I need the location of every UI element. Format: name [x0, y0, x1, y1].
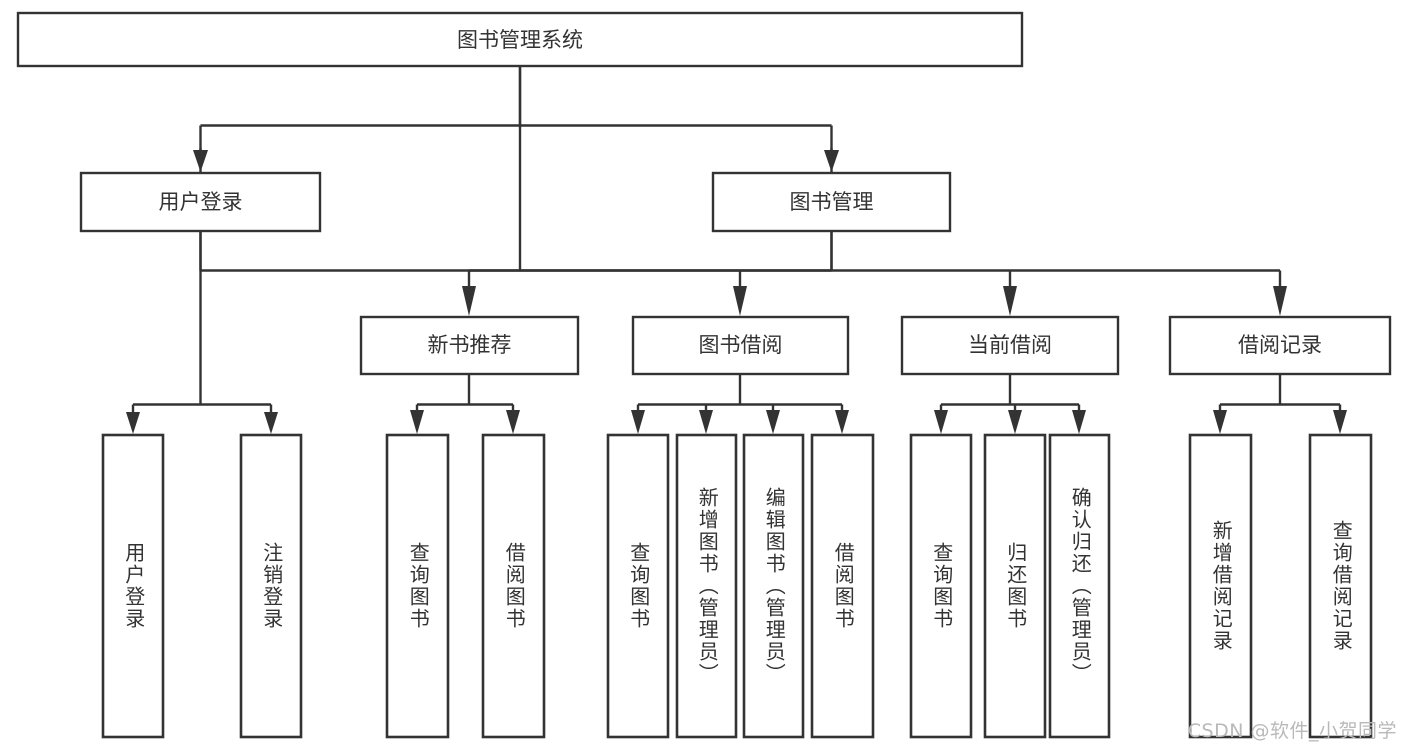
arrow-head-user-login — [193, 150, 208, 172]
leaf-box-bb-edit-book-admin[interactable] — [742, 433, 805, 739]
leaf-box-logout[interactable] — [239, 433, 303, 739]
arrow-head-cb-leaf-2 — [1008, 410, 1022, 434]
leaf-box-user-login[interactable] — [101, 433, 165, 739]
node-root-label: 图书管理系统 — [457, 28, 583, 52]
node-book-borrow-box[interactable] — [631, 315, 850, 376]
node-book-borrow-label: 图书借阅 — [699, 333, 783, 357]
arrow-head-book-mgmt — [824, 150, 839, 172]
node-book-management-label: 图书管理 — [790, 190, 874, 214]
node-book-borrow[interactable]: 图书借阅 — [631, 315, 850, 376]
node-user-login-box[interactable] — [79, 171, 322, 233]
node-book-management-box[interactable] — [711, 171, 952, 233]
arrow-head-leaf-user-login — [126, 412, 140, 434]
node-current-borrow-label: 当前借阅 — [968, 333, 1052, 357]
arrow-head-bb-leaf-2 — [699, 410, 713, 434]
leaf-box-nbr-query-book[interactable] — [385, 433, 450, 739]
arrow-head-br-leaf-2 — [1333, 410, 1347, 434]
node-user-login-label: 用户登录 — [159, 190, 243, 214]
arrow-head-borrow-record — [1273, 286, 1287, 316]
leaf-box-br-query-record[interactable] — [1308, 433, 1373, 739]
node-root-box[interactable] — [16, 11, 1024, 68]
leaf-box-nbr-borrow-book[interactable] — [481, 433, 546, 739]
leaf-box-cb-confirm-return-admin[interactable] — [1048, 433, 1111, 739]
leaf-box-bb-query-book[interactable] — [606, 433, 670, 739]
node-user-login[interactable]: 用户登录 — [79, 171, 322, 233]
node-new-book-recommend-box[interactable] — [359, 315, 580, 376]
arrow-head-cb-leaf-3 — [1072, 410, 1086, 434]
node-current-borrow-box[interactable] — [900, 315, 1120, 376]
node-new-book-recommend[interactable]: 新书推荐 — [359, 315, 580, 376]
leaf-box-bb-borrow-book[interactable] — [810, 433, 875, 739]
arrow-head-book-borrow — [733, 286, 747, 316]
arrow-head-bb-leaf-1 — [631, 410, 645, 434]
node-new-book-recommend-label: 新书推荐 — [428, 333, 512, 357]
node-borrow-record-box[interactable] — [1168, 315, 1392, 376]
arrow-head-bb-leaf-4 — [835, 410, 849, 434]
leaf-box-br-add-record[interactable] — [1188, 433, 1253, 739]
arrow-head-nbr-leaf-1 — [410, 410, 424, 434]
leaf-box-cb-query-book[interactable] — [909, 433, 973, 739]
arrow-head-new-book-rec — [462, 286, 476, 316]
arrow-head-bb-leaf-3 — [766, 410, 780, 434]
arrow-head-leaf-logout — [264, 412, 278, 434]
node-borrow-record-label: 借阅记录 — [1238, 333, 1322, 357]
node-book-management[interactable]: 图书管理 — [711, 171, 952, 233]
arrow-head-nbr-leaf-2 — [506, 410, 520, 434]
leaf-box-cb-return-book[interactable] — [983, 433, 1047, 739]
arrow-head-current-borrow — [1003, 286, 1017, 316]
arrow-head-cb-leaf-1 — [934, 410, 948, 434]
edge-group — [126, 66, 1347, 434]
node-root[interactable]: 图书管理系统 — [16, 11, 1024, 68]
node-current-borrow[interactable]: 当前借阅 — [900, 315, 1120, 376]
arrow-head-br-leaf-1 — [1213, 410, 1227, 434]
node-borrow-record[interactable]: 借阅记录 — [1168, 315, 1392, 376]
leaf-box-group — [101, 433, 1373, 739]
leaf-box-bb-add-book-admin[interactable] — [675, 433, 738, 739]
watermark-text: CSDN @软件_小贺同学 — [1187, 720, 1397, 742]
